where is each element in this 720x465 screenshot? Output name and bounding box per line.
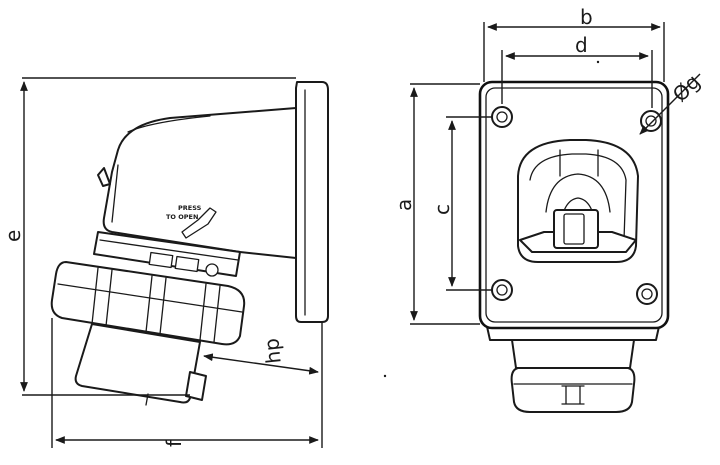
latch <box>97 167 111 187</box>
nut-rib-1 <box>91 267 99 325</box>
release-lever <box>181 207 217 239</box>
dim-hp <box>203 353 319 375</box>
front-neck <box>511 339 635 369</box>
front-plug <box>510 367 636 413</box>
plug-tab <box>185 371 207 401</box>
speck <box>383 374 387 378</box>
collar-ring <box>93 231 241 277</box>
nut-rib-6 <box>213 285 221 343</box>
interlock-window-2 <box>174 255 200 273</box>
speck <box>596 60 600 64</box>
nut-rib-5 <box>199 283 207 341</box>
interlock-window <box>148 251 174 269</box>
plate-inner-edge <box>485 87 663 323</box>
nut-rib-4 <box>159 277 167 335</box>
mounting-plate <box>295 81 329 323</box>
socket-pin <box>563 213 585 245</box>
dome-line <box>545 173 611 213</box>
side-view: PRESS TO OPEN e f hp <box>1 77 329 448</box>
housing-highlight <box>127 115 211 133</box>
screw-top-right <box>640 110 662 132</box>
screw-bottom-left <box>491 279 513 301</box>
press-text-2: TO OPEN <box>166 213 198 221</box>
dim-hp-label: hp <box>259 337 286 365</box>
screw-head <box>205 263 219 277</box>
dim-f-label: f <box>162 439 186 447</box>
sleeve-mark <box>145 393 149 406</box>
plug-sleeve <box>74 323 201 404</box>
dim-d-label: d <box>575 33 588 57</box>
dim-c-label: c <box>430 204 454 215</box>
dim-e-label: e <box>1 230 25 242</box>
dim-g-leader <box>639 73 701 135</box>
screw-bottom-right <box>636 283 658 305</box>
shroud-inner-line <box>529 153 627 241</box>
press-text-1: PRESS <box>178 204 202 212</box>
shroud-ribs <box>559 149 599 177</box>
housing-body <box>102 107 297 259</box>
screw-top-left <box>491 106 513 128</box>
nut-rib-2 <box>105 269 113 327</box>
dim-a-label: a <box>392 199 416 211</box>
coupling-nut <box>50 261 246 346</box>
front-view: b d a c Øg <box>392 5 705 413</box>
collar-line <box>99 239 239 261</box>
key-slot <box>561 385 585 405</box>
nut-rib-3 <box>145 275 153 333</box>
housing-crease <box>111 164 119 223</box>
dim-b-label: b <box>580 5 593 29</box>
